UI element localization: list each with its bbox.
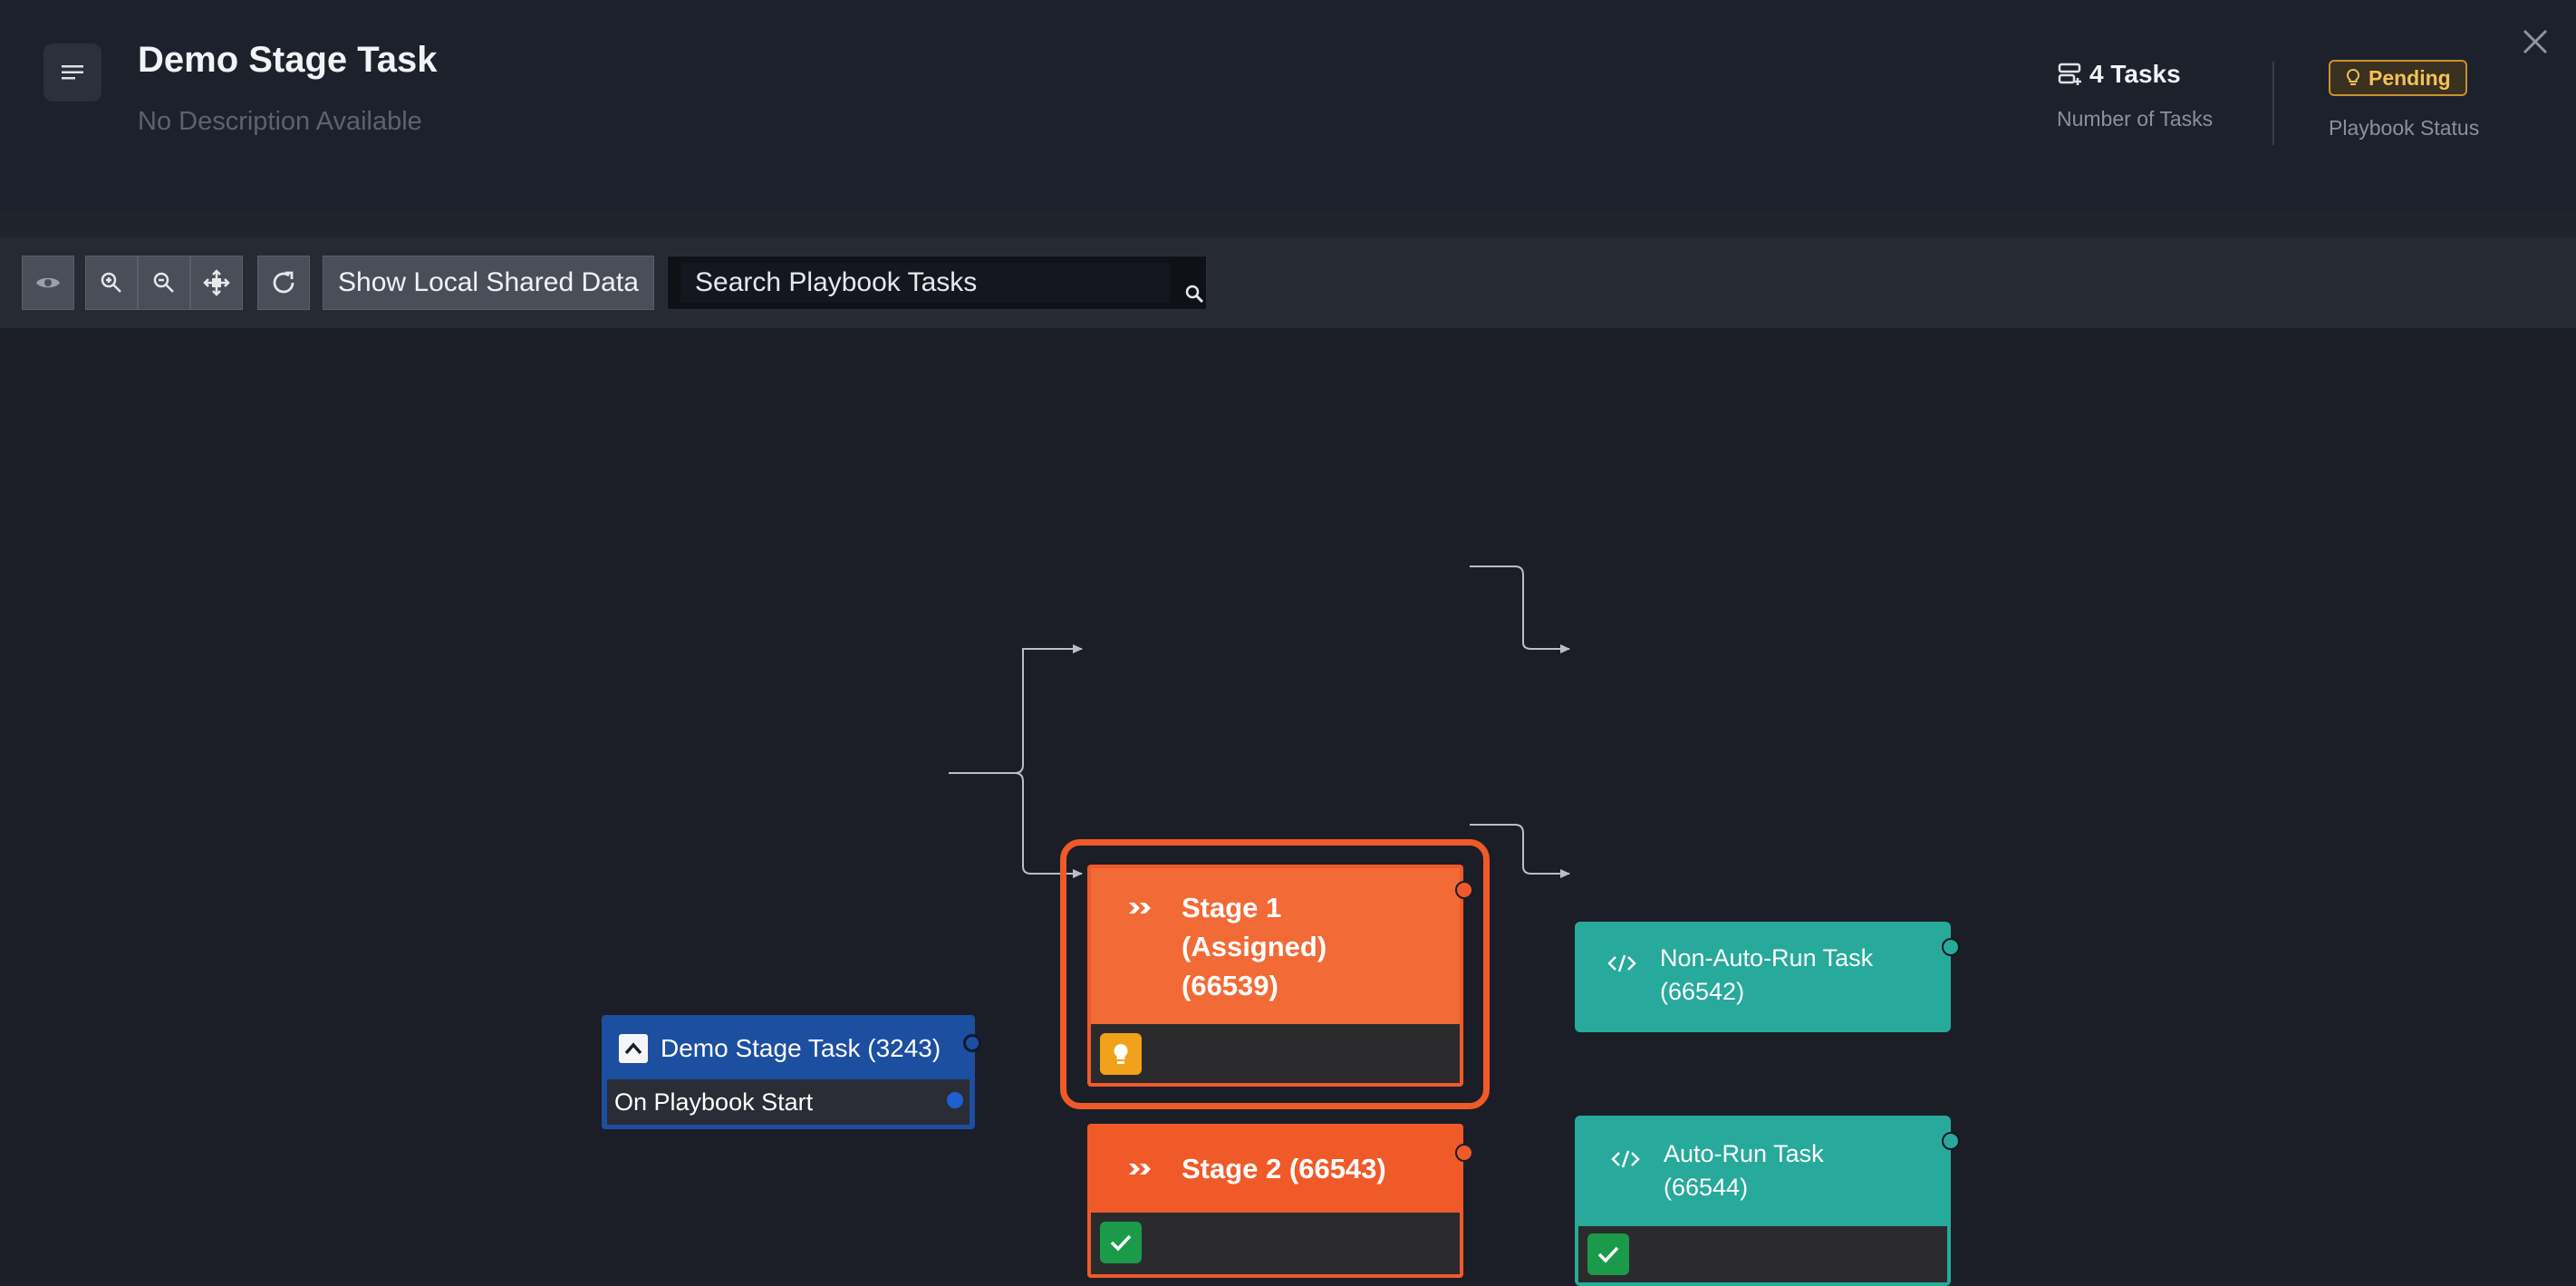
status-badge: Pending <box>2329 60 2467 96</box>
refresh-button[interactable] <box>257 256 310 310</box>
zoom-in-button[interactable] <box>85 256 138 310</box>
tasks-icon <box>2058 63 2081 85</box>
menu-button[interactable] <box>43 44 101 102</box>
status-label: Playbook Status <box>2329 116 2480 140</box>
code-icon <box>1611 1150 1640 1168</box>
non-auto-run-task-title: Non-Auto-Run Task (66542) <box>1660 942 1873 1009</box>
start-trigger-row: On Playbook Start <box>607 1079 970 1125</box>
trigger-output-port[interactable] <box>947 1092 963 1108</box>
status-text: Pending <box>2369 65 2451 90</box>
tasks-stat: 4 Tasks Number of Tasks <box>2057 60 2220 131</box>
toggle-visibility-button[interactable] <box>22 256 74 310</box>
check-icon <box>1587 1233 1629 1275</box>
search-icon[interactable] <box>1184 284 1204 304</box>
stage-1-footer <box>1091 1024 1460 1083</box>
menu-icon <box>62 65 83 80</box>
page-description: No Description Available <box>138 107 422 136</box>
lightbulb-icon <box>1100 1033 1142 1075</box>
playbook-header: Demo Stage Task No Description Available… <box>0 0 2576 210</box>
stage-2-title: Stage 2 (66543) <box>1182 1153 1386 1184</box>
lightbulb-icon <box>2346 68 2360 85</box>
code-icon <box>1607 954 1636 972</box>
fit-view-button[interactable] <box>190 256 243 310</box>
status-stat: Pending Playbook Status <box>2329 60 2510 140</box>
zoom-in-icon <box>101 272 121 293</box>
tasks-count: 4 Tasks <box>2089 60 2181 88</box>
edge-stage2-task-b <box>1470 824 1570 878</box>
task-title-line: Auto-Run Task <box>1664 1140 1824 1167</box>
task-a-output-port[interactable] <box>1942 938 1960 956</box>
auto-run-task-title: Auto-Run Task (66544) <box>1664 1137 1824 1204</box>
non-auto-run-task-node[interactable]: Non-Auto-Run Task (66542) <box>1575 922 1960 1032</box>
tasks-label: Number of Tasks <box>2057 107 2214 131</box>
task-b-output-port[interactable] <box>1942 1132 1960 1150</box>
header-spacer <box>0 210 2576 237</box>
task-title-line: (66542) <box>1660 978 1745 1005</box>
edge-start-stage2 <box>949 772 1083 878</box>
stage-2-node[interactable]: Stage 2 (66543) <box>1087 1124 1473 1278</box>
selected-node-outline <box>1060 839 1490 1109</box>
header-divider <box>2272 62 2274 145</box>
stage-chevrons-icon <box>1129 1164 1151 1175</box>
check-icon <box>1100 1222 1142 1263</box>
zoom-out-button[interactable] <box>138 256 190 310</box>
task-title-line: Non-Auto-Run Task <box>1660 944 1874 972</box>
stage-chevrons-icon <box>1129 903 1151 914</box>
toolbar: Show Local Shared Data <box>0 237 2576 328</box>
playbook-start-icon <box>619 1034 648 1063</box>
auto-run-task-footer <box>1578 1226 1947 1282</box>
eye-icon <box>36 277 60 288</box>
stage-2-footer <box>1091 1213 1460 1274</box>
show-local-shared-data-button[interactable]: Show Local Shared Data <box>323 256 654 310</box>
stage-2-output-port[interactable] <box>1455 1144 1473 1162</box>
stage-1-node[interactable]: Stage 1 (Assigned) (66539) <box>1087 865 1473 1087</box>
start-node[interactable]: Demo Stage Task (3243) On Playbook Start <box>602 1015 981 1129</box>
stage-1-title-line: Stage 1 <box>1182 892 1282 923</box>
search-box <box>667 256 1207 310</box>
edge-stage1-task-a <box>1470 566 1570 653</box>
close-icon <box>2523 29 2548 54</box>
edge-start-stage1 <box>949 644 1083 774</box>
fit-view-icon <box>203 269 230 296</box>
close-button[interactable] <box>2519 25 2552 58</box>
start-node-title: Demo Stage Task (3243) <box>661 1034 941 1062</box>
task-title-line: (66544) <box>1664 1174 1749 1201</box>
refresh-icon <box>273 271 294 294</box>
stage-1-title-line: (66539) <box>1182 970 1278 1001</box>
edges-layer <box>949 566 1570 878</box>
playbook-canvas[interactable]: Demo Stage Task (3243) On Playbook Start… <box>0 328 2576 1286</box>
start-output-port[interactable] <box>963 1034 981 1052</box>
stage-1-title-line: (Assigned) <box>1182 931 1327 962</box>
search-input[interactable] <box>680 263 1170 303</box>
page-title: Demo Stage Task <box>138 40 438 80</box>
auto-run-task-node[interactable]: Auto-Run Task (66544) <box>1575 1116 1960 1286</box>
stage-1-output-port[interactable] <box>1455 881 1473 899</box>
stage-1-title: Stage 1 (Assigned) (66539) <box>1182 888 1327 1005</box>
zoom-out-icon <box>153 272 174 293</box>
start-trigger-label: On Playbook Start <box>614 1088 814 1116</box>
